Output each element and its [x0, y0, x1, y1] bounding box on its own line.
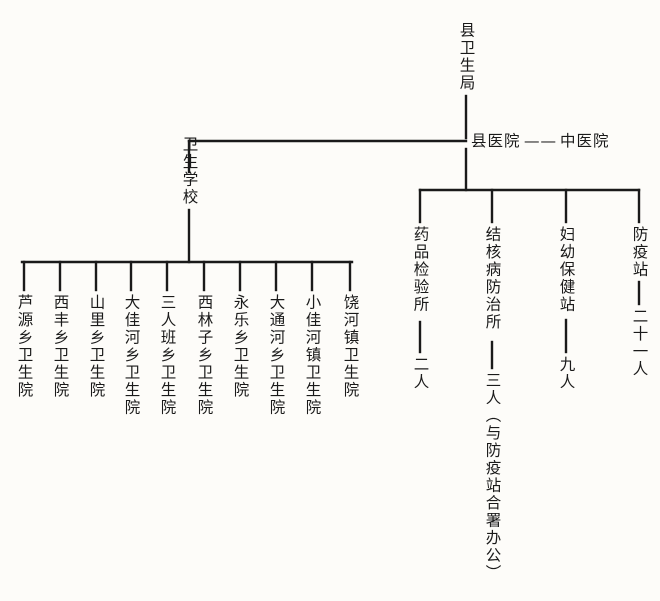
school-label: 卫生学校: [180, 136, 199, 206]
department-name: 妇幼保健站: [557, 226, 576, 314]
county-hospital-label: 县医院: [471, 132, 521, 150]
department-staff: 二十一人: [630, 308, 649, 378]
department-name: 防疫站: [630, 226, 649, 279]
clinic-label: 永乐乡卫生院: [231, 294, 250, 399]
clinic-label: 大通河乡卫生院: [267, 294, 286, 417]
root-title: 县卫生局: [457, 22, 476, 92]
clinic-label: 西林子乡卫生院: [195, 294, 214, 417]
clinic-label: 大佳河乡卫生院: [122, 294, 141, 417]
clinic-label: 芦源乡卫生院: [15, 294, 34, 399]
clinic-label: 山里乡卫生院: [87, 294, 106, 399]
clinic-label: 三人班乡卫生院: [158, 294, 177, 417]
hospital-link-dash: ——: [524, 132, 557, 150]
clinic-label: 小佳河镇卫生院: [303, 294, 322, 417]
department-name: 药品检验所: [411, 226, 430, 314]
department-staff: 二人: [411, 356, 430, 391]
clinic-label: 西丰乡卫生院: [51, 294, 70, 399]
department-staff: 三人（与防疫站合署办公）: [483, 372, 502, 582]
tcm-hospital-label: 中医院: [560, 132, 610, 150]
department-staff: 九人: [557, 356, 576, 391]
department-name: 结核病防治所: [483, 226, 502, 331]
clinic-label: 饶河镇卫生院: [341, 294, 360, 399]
